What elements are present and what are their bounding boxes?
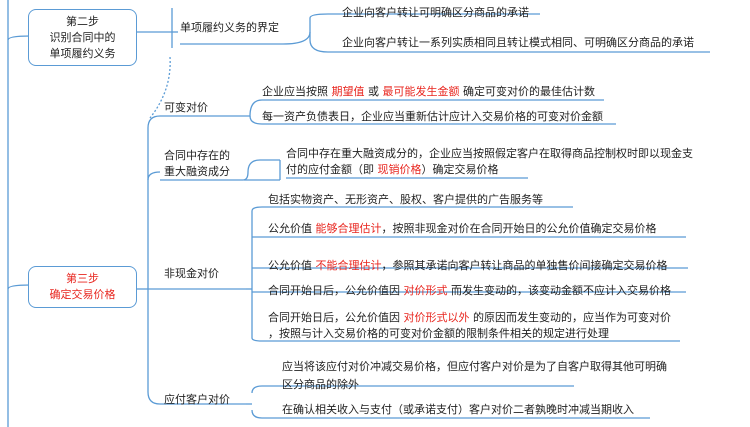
noncash-leaf-5-line1: 合同开始日后，公允价值因 对价形式以外 的原因而发生变动的，应当作为可变对价 bbox=[268, 310, 671, 326]
financing-label-line1: 合同中存在的 bbox=[164, 149, 230, 162]
variable-leaf-1-text-a: 企业应当按照 bbox=[262, 85, 332, 98]
consideration-form-highlight: 对价形式 bbox=[403, 284, 448, 297]
noncash-leaf-1[interactable]: 包括实物资产、无形资产、股权、客户提供的广告服务等 bbox=[268, 193, 543, 206]
step2-leaf-2[interactable]: 企业向客户转让一系列实质相同且转让模式相同、可明确区分商品的承诺 bbox=[342, 36, 694, 49]
step2-subtitle-line2: 单项履约义务 bbox=[49, 46, 116, 60]
payable-leaf-1-line1: 应当将该应付对价冲减交易价格，但应付客户对价是为了自客户取得其他可明确 bbox=[282, 360, 667, 373]
payable-leaf-2[interactable]: 在确认相关收入与支付（或承诺支付）客户对价二者孰晚时冲减当期收入 bbox=[282, 403, 634, 416]
variable-consideration-label[interactable]: 可变对价 bbox=[164, 101, 208, 114]
financing-component-label[interactable]: 合同中存在的 重大融资成分 bbox=[164, 148, 230, 180]
noncash-leaf-2[interactable]: 公允价值 能够合理估计，按照非现金对价在合同开始日的公允价值确定交易价格 bbox=[268, 221, 657, 237]
payable-leaf-1-line2: 区分商品的除外 bbox=[282, 378, 359, 391]
financing-label-line2: 重大融资成分 bbox=[164, 165, 230, 178]
step3-title: 第三步 bbox=[66, 272, 99, 285]
noncash-leaf-4-text-b: 而发生变动的，该变动金额不应计入交易价格 bbox=[447, 284, 671, 297]
step2-node[interactable]: 第二步 识别合同中的 单项履约义务 bbox=[28, 9, 137, 66]
other-than-form-highlight: 对价形式以外 bbox=[403, 311, 470, 324]
step2-title: 第二步 bbox=[66, 14, 99, 28]
variable-leaf-1[interactable]: 企业应当按照 期望值 或 最可能发生金额 确定可变对价的最佳估计数 bbox=[262, 84, 595, 100]
noncash-leaf-3-text-a: 公允价值 bbox=[268, 259, 316, 272]
variable-leaf-2[interactable]: 每一资产负债表日，企业应当重新估计应计入交易价格的可变对价金额 bbox=[262, 110, 603, 123]
noncash-leaf-4[interactable]: 合同开始日后，公允价值因 对价形式 而发生变动的，该变动金额不应计入交易价格 bbox=[268, 283, 671, 299]
step2-subtitle-line1: 识别合同中的 bbox=[49, 30, 116, 44]
noncash-leaf-4-text-a: 合同开始日后，公允价值因 bbox=[268, 284, 404, 297]
reasonably-estimable-highlight: 能够合理估计 bbox=[315, 222, 382, 235]
noncash-leaf-2-text-a: 公允价值 bbox=[268, 222, 316, 235]
noncash-leaf-5[interactable]: 合同开始日后，公允价值因 对价形式以外 的原因而发生变动的，应当作为可变对价 ，… bbox=[268, 310, 671, 342]
financing-leaf-text-a: 付的应付金额（即 bbox=[286, 163, 378, 176]
financing-leaf[interactable]: 合同中存在重大融资成分的，企业应当按照假定客户在取得商品控制权时即以现金支 付的… bbox=[286, 146, 693, 178]
noncash-leaf-5-text-a: 合同开始日后，公允价值因 bbox=[268, 311, 404, 324]
payable-to-customer-label[interactable]: 应付客户对价 bbox=[164, 393, 230, 406]
noncash-leaf-5-text-b: 的原因而发生变动的，应当作为可变对价 bbox=[469, 311, 671, 324]
step2-branch-label[interactable]: 单项履约义务的界定 bbox=[180, 21, 279, 34]
noncash-consideration-label[interactable]: 非现金对价 bbox=[164, 267, 219, 280]
not-reasonably-estimable-highlight: 不能合理估计 bbox=[315, 259, 382, 272]
expected-value-highlight: 期望值 bbox=[331, 85, 365, 98]
most-likely-amount-highlight: 最可能发生金额 bbox=[382, 85, 460, 98]
noncash-leaf-3-text-b: ，参照其承诺向客户转让商品的单独售价间接确定交易价格 bbox=[381, 259, 668, 272]
step3-node[interactable]: 第三步 确定交易价格 bbox=[28, 266, 137, 308]
payable-leaf-1[interactable]: 应当将该应付对价冲减交易价格，但应付客户对价是为了自客户取得其他可明确 区分商品… bbox=[282, 358, 667, 394]
financing-leaf-line2: 付的应付金额（即 现销价格）确定交易价格 bbox=[286, 162, 693, 178]
variable-leaf-1-text-b: 或 bbox=[364, 85, 383, 98]
step2-leaf-1[interactable]: 企业向客户转让可明确区分商品的承诺 bbox=[342, 6, 529, 19]
cash-price-highlight: 现销价格 bbox=[377, 163, 422, 176]
variable-leaf-1-text-c: 确定可变对价的最佳估计数 bbox=[459, 85, 595, 98]
step3-subtitle: 确定交易价格 bbox=[49, 288, 116, 301]
noncash-leaf-3[interactable]: 公允价值 不能合理估计，参照其承诺向客户转让商品的单独售价间接确定交易价格 bbox=[268, 258, 668, 274]
noncash-leaf-2-text-b: ，按照非现金对价在合同开始日的公允价值确定交易价格 bbox=[381, 222, 657, 235]
financing-leaf-line1: 合同中存在重大融资成分的，企业应当按照假定客户在取得商品控制权时即以现金支 bbox=[286, 147, 693, 160]
noncash-leaf-5-line2: ，按照与计入交易价格的可变对价金额的限制条件相关的规定进行处理 bbox=[268, 327, 609, 340]
financing-leaf-text-b: ）确定交易价格 bbox=[421, 163, 499, 176]
